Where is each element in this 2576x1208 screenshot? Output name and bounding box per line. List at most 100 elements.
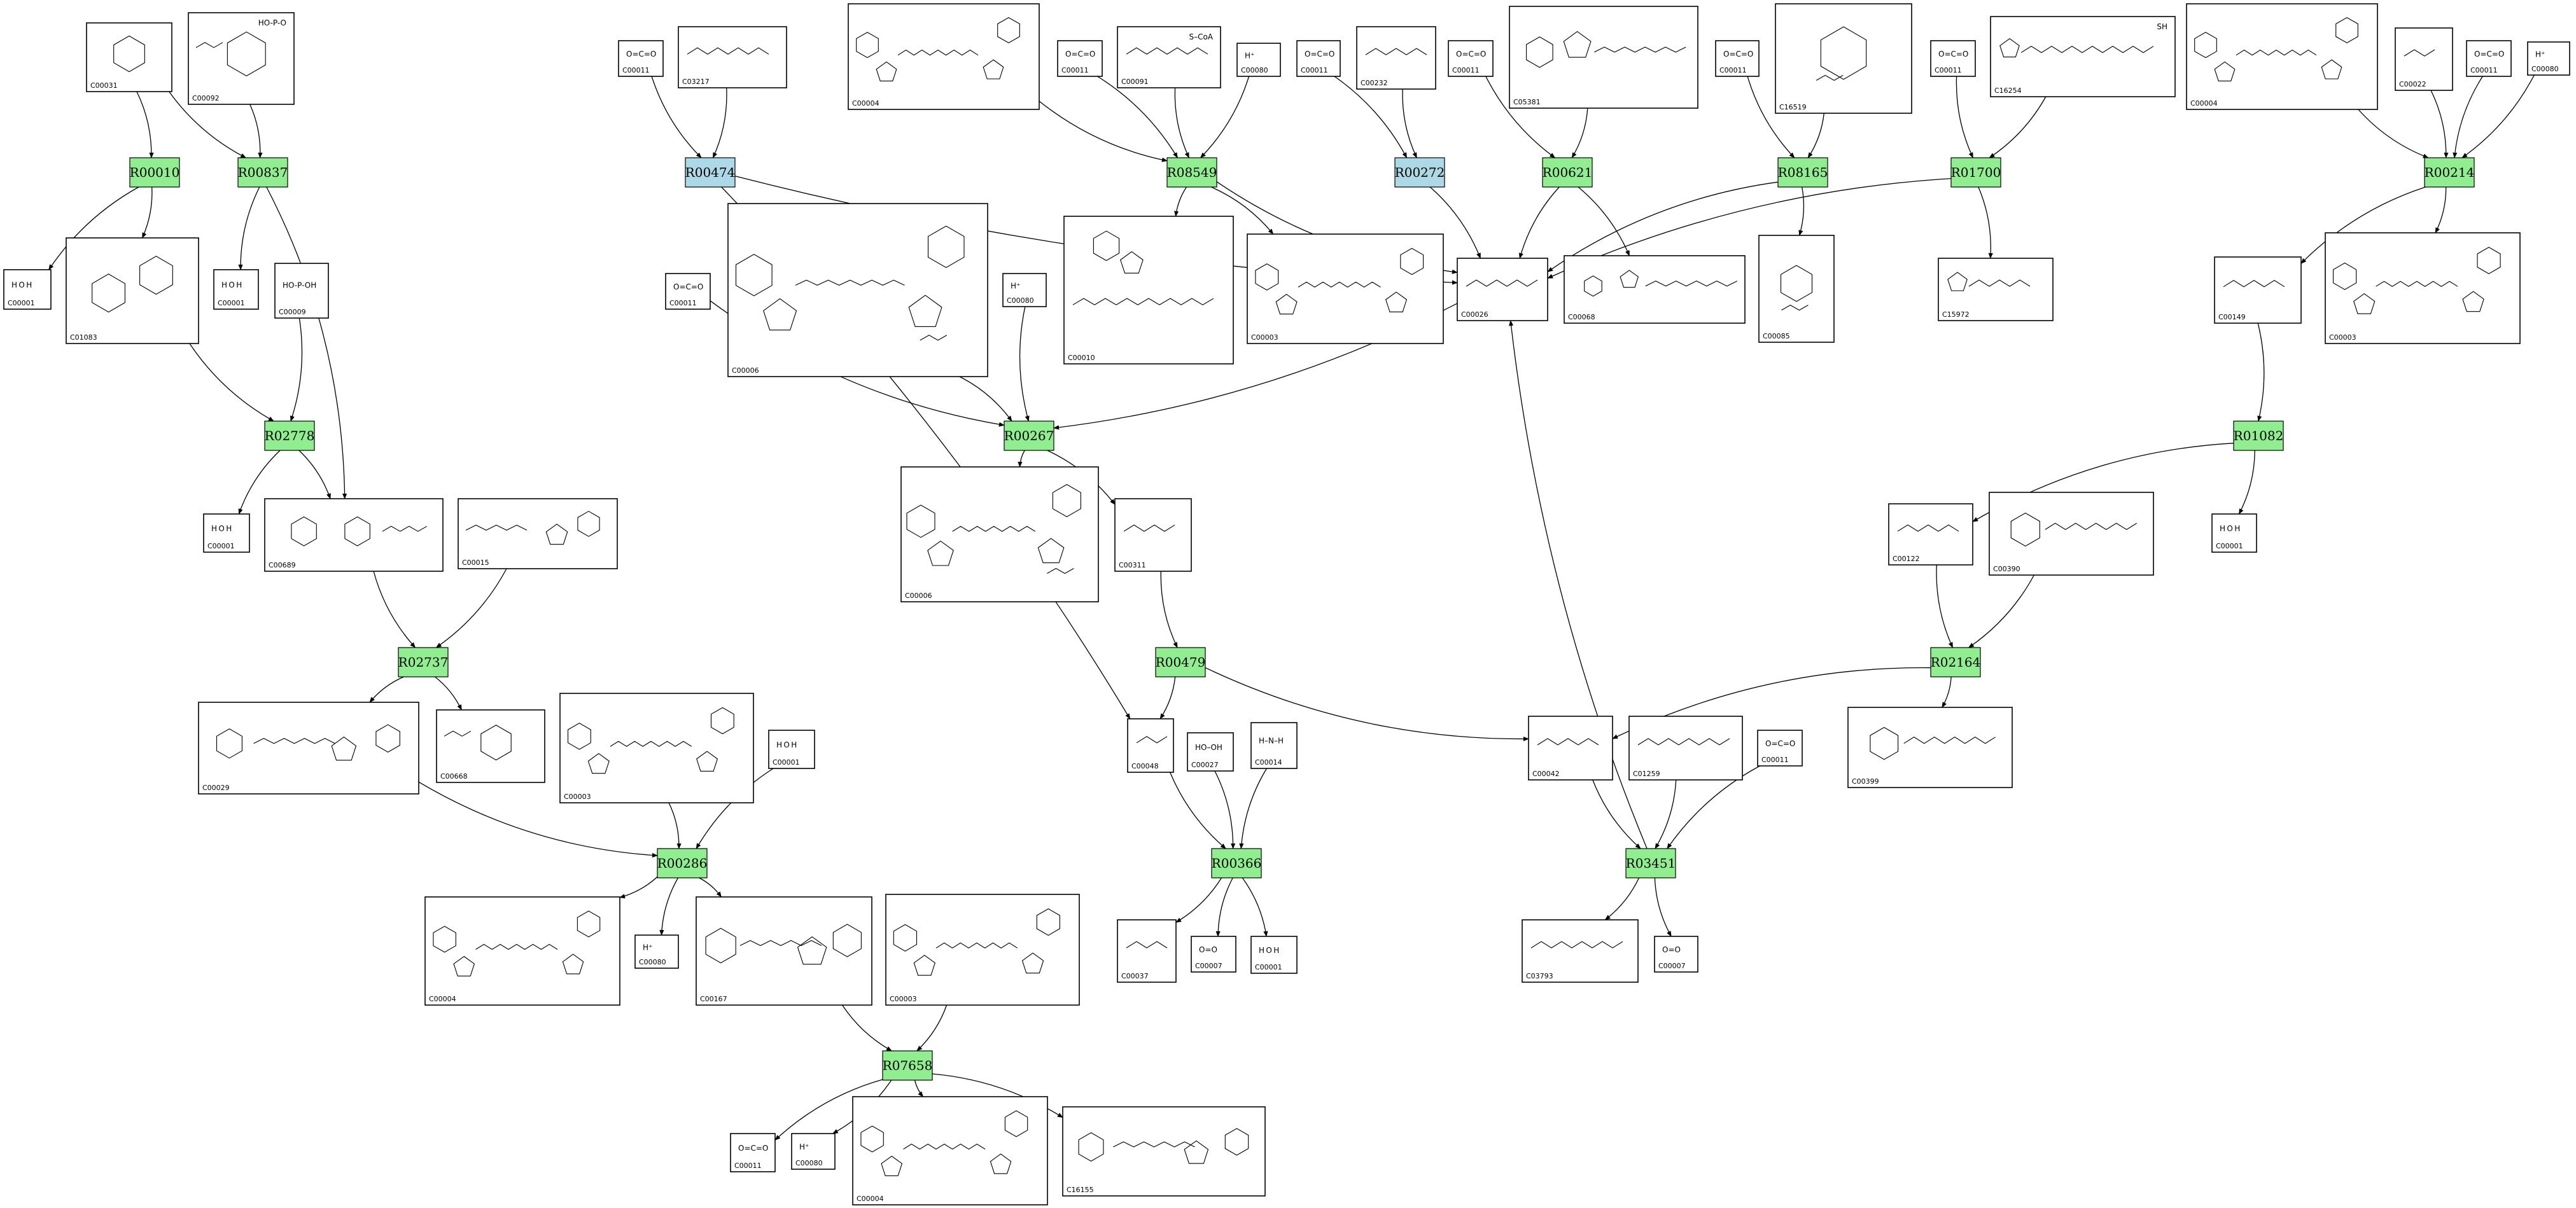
edge-c00122-to-R02164 — [1936, 564, 1954, 648]
compound-formula: H–N–H — [1259, 736, 1284, 745]
reaction-node[interactable]: R07658 — [882, 1050, 933, 1081]
reaction-node[interactable]: R00286 — [657, 848, 708, 878]
compound-node[interactable]: C00149 — [2214, 256, 2302, 324]
reaction-node[interactable]: R01082 — [2233, 420, 2284, 451]
compound-node[interactable]: C00003 — [2325, 232, 2521, 344]
compound-node[interactable]: C00004 — [848, 3, 1040, 110]
compound-node[interactable]: C01083 — [66, 237, 199, 344]
reaction-node[interactable]: R00837 — [237, 157, 288, 188]
compound-formula: H O H — [211, 524, 232, 533]
compound-formula: HO-P-O — [258, 18, 286, 27]
compound-node[interactable]: C00085 — [1758, 235, 1835, 343]
compound-node[interactable]: C00311 — [1114, 498, 1192, 572]
compound-node[interactable]: C00167 — [696, 896, 872, 1006]
compound-node[interactable]: C01259 — [1628, 716, 1743, 781]
compound-node[interactable]: H⁺C00080 — [1002, 273, 1047, 307]
reaction-node[interactable]: R00267 — [1004, 420, 1054, 451]
reaction-node[interactable]: R01700 — [1950, 157, 2001, 188]
compound-node[interactable]: C16519 — [1775, 3, 1912, 114]
compound-id-label: C00007 — [1658, 962, 1686, 970]
compound-node[interactable]: C00003 — [559, 693, 754, 803]
reaction-node[interactable]: R08165 — [1777, 157, 1828, 188]
compound-node[interactable]: C00031 — [86, 22, 172, 92]
compound-node[interactable]: H⁺C00080 — [791, 1133, 836, 1170]
edge-c00011g-to-R00214 — [2453, 76, 2483, 158]
compound-node[interactable]: C00029 — [198, 702, 419, 795]
compound-box — [1938, 258, 2054, 321]
compound-node[interactable]: C00022 — [2395, 27, 2453, 91]
compound-node[interactable]: C00689 — [264, 498, 444, 572]
ring-bond — [990, 1153, 1012, 1174]
reaction-node[interactable]: R00272 — [1394, 157, 1445, 188]
compound-node[interactable]: C00015 — [458, 498, 618, 569]
reaction-node[interactable]: R00214 — [2424, 157, 2475, 188]
compound-node[interactable]: C00026 — [1457, 258, 1548, 321]
compound-node[interactable]: C00668 — [436, 709, 545, 783]
compound-node[interactable]: C00003 — [885, 894, 1080, 1006]
reaction-node[interactable]: R00479 — [1155, 647, 1206, 677]
compound-node[interactable]: C00004 — [2186, 3, 2378, 110]
compound-node[interactable]: H⁺C00080 — [1236, 43, 1281, 77]
compound-node[interactable]: C00399 — [1847, 707, 2013, 788]
compound-node[interactable]: C00390 — [1989, 492, 2154, 576]
compound-node[interactable]: C00004 — [852, 1096, 1048, 1205]
reaction-node[interactable]: R03451 — [1625, 848, 1676, 878]
reaction-node[interactable]: R00621 — [1542, 157, 1593, 188]
reaction-node[interactable]: R02164 — [1930, 647, 1981, 677]
compound-node[interactable]: C00004 — [424, 896, 620, 1006]
compound-node[interactable]: C00010 — [1063, 216, 1234, 364]
compound-box — [2186, 3, 2378, 110]
compound-node[interactable]: C00042 — [1528, 716, 1613, 781]
compound-node[interactable]: C05381 — [1509, 6, 1698, 109]
compound-node[interactable]: C00048 — [1127, 718, 1174, 773]
compound-id-label: C00001 — [1255, 963, 1282, 971]
reaction-node[interactable]: R08549 — [1166, 157, 1217, 188]
compound-node[interactable]: C00006 — [900, 466, 1099, 602]
compound-node[interactable]: C00003 — [1247, 233, 1444, 344]
reaction-box — [398, 647, 449, 677]
compound-node[interactable]: H⁺C00080 — [634, 934, 679, 969]
edge-c00011a-to-R00474 — [651, 76, 702, 158]
reaction-node[interactable]: R00010 — [129, 157, 180, 188]
compound-node[interactable]: C03217 — [678, 26, 787, 88]
compound-node[interactable]: C00122 — [1888, 503, 1973, 566]
reaction-node[interactable]: R00366 — [1211, 848, 1262, 878]
compound-node[interactable]: C15972 — [1938, 258, 2054, 321]
compound-node[interactable]: C00232 — [1356, 26, 1436, 90]
compound-id-label: C00026 — [1461, 310, 1488, 319]
compound-node[interactable]: H⁺C00080 — [2527, 41, 2570, 76]
compound-node[interactable]: C03793 — [1522, 919, 1639, 983]
reaction-node[interactable]: R02778 — [264, 420, 315, 451]
reaction-node[interactable]: R02737 — [398, 647, 449, 677]
compound-node[interactable]: C00037 — [1117, 919, 1177, 983]
compound-node[interactable]: C00068 — [1564, 255, 1746, 324]
compound-node[interactable]: C00006 — [727, 203, 988, 377]
reaction-node[interactable]: R00474 — [685, 157, 736, 188]
compound-node[interactable]: C16155 — [1062, 1106, 1266, 1197]
